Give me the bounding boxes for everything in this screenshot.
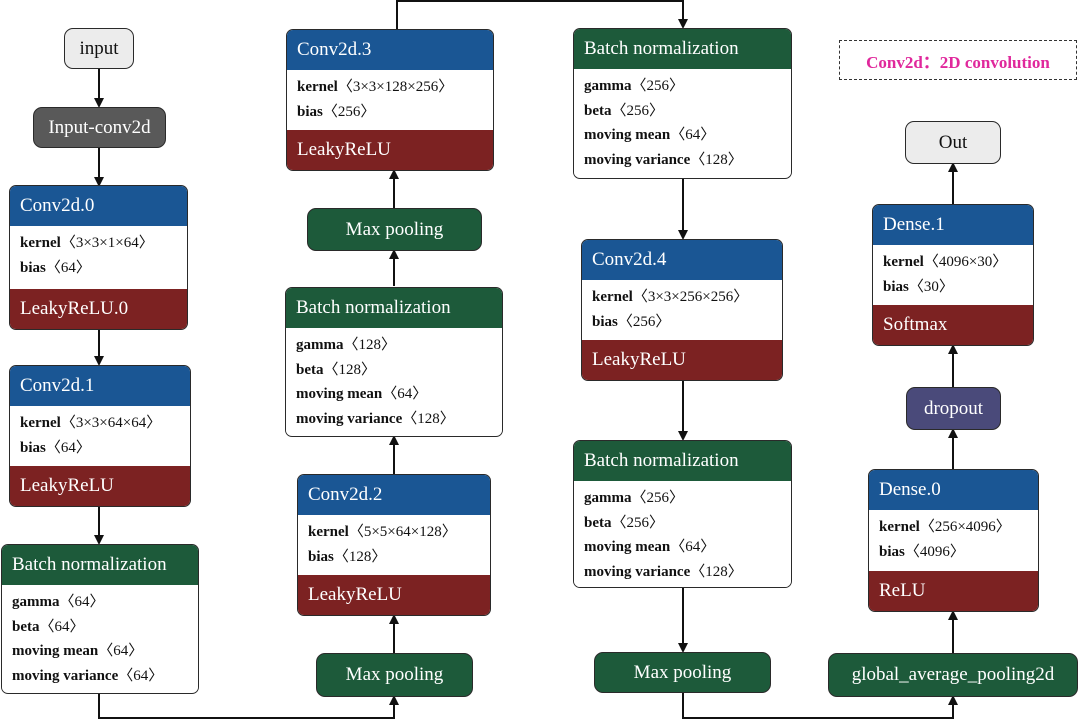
batch-norm-0-params: gamma〈64〉 beta〈64〉 moving mean〈64〉 movin… (2, 585, 198, 692)
arrow-maxpool2-to-gap (682, 693, 958, 719)
dense-1-kernel: kernel〈4096×30〉 (883, 254, 1008, 270)
batch-norm-0-gamma: gamma〈64〉 (12, 594, 105, 610)
batch-norm-3-node: Batch normalization gamma〈256〉 beta〈256〉… (573, 440, 792, 588)
conv2d-4-params: kernel〈3×3×256×256〉 bias〈256〉 (582, 280, 782, 338)
conv2d-1-node: Conv2d.1 kernel〈3×3×64×64〉 bias〈64〉 Leak… (9, 365, 191, 507)
batch-norm-3-title: Batch normalization (574, 441, 791, 481)
dense-0-title: Dense.0 (869, 470, 1038, 510)
batch-norm-1-gamma: gamma〈128〉 (296, 337, 397, 353)
max-pooling-1-node: Max pooling (307, 208, 482, 251)
batch-norm-2-variance: moving variance〈128〉 (584, 151, 743, 168)
legend-text: Conv2d：2D convolution (866, 52, 1050, 72)
conv2d-2-activation: LeakyReLU (298, 575, 490, 615)
dense-0-params: kernel〈256×4096〉 bias〈4096〉 (869, 510, 1038, 568)
batch-norm-1-title: Batch normalization (286, 288, 502, 328)
batch-norm-1-node: Batch normalization gamma〈128〉 beta〈128〉… (285, 287, 503, 437)
global-average-pooling-label: global_average_pooling2d (851, 664, 1055, 685)
batch-norm-3-gamma: gamma〈256〉 (584, 490, 685, 506)
batch-norm-3-beta: beta〈256〉 (584, 514, 665, 531)
conv2d-4-bias: bias〈256〉 (592, 313, 671, 330)
conv2d-0-activation: LeakyReLU.0 (10, 289, 187, 329)
conv2d-1-kernel: kernel〈3×3×64×64〉 (20, 415, 162, 431)
batch-norm-2-beta: beta〈256〉 (584, 102, 665, 119)
conv2d-4-node: Conv2d.4 kernel〈3×3×256×256〉 bias〈256〉 L… (581, 239, 783, 381)
out-node-label: Out (938, 131, 968, 153)
batch-norm-2-gamma: gamma〈256〉 (584, 78, 685, 94)
batch-norm-1-params: gamma〈128〉 beta〈128〉 moving mean〈64〉 mov… (286, 328, 502, 435)
batch-norm-0-node: Batch normalization gamma〈64〉 beta〈64〉 m… (1, 544, 199, 694)
dropout-label: dropout (923, 397, 984, 419)
max-pooling-0-label: Max pooling (345, 664, 444, 685)
dense-1-node: Dense.1 kernel〈4096×30〉 bias〈30〉 Softmax (872, 204, 1034, 346)
input-conv2d-label: Input-conv2d (48, 116, 151, 138)
conv2d-2-bias: bias〈128〉 (308, 548, 387, 565)
out-node: Out (905, 121, 1001, 164)
batch-norm-2-mean: moving mean〈64〉 (584, 127, 716, 143)
input-node-label: input (79, 37, 119, 59)
max-pooling-0-node: Max pooling (316, 653, 473, 697)
input-conv2d-node: Input-conv2d (33, 107, 166, 148)
conv2d-4-title: Conv2d.4 (582, 240, 782, 280)
batch-norm-2-node: Batch normalization gamma〈256〉 beta〈256〉… (573, 28, 792, 179)
conv2d-3-title: Conv2d.3 (287, 30, 493, 70)
dense-1-title: Dense.1 (873, 205, 1033, 245)
conv2d-1-bias: bias〈64〉 (20, 439, 91, 456)
max-pooling-1-label: Max pooling (345, 218, 444, 240)
batch-norm-1-mean: moving mean〈64〉 (296, 386, 428, 402)
input-node: input (64, 28, 134, 69)
conv2d-4-kernel: kernel〈3×3×256×256〉 (592, 289, 749, 305)
conv2d-0-bias: bias〈64〉 (20, 259, 91, 276)
global-average-pooling-node: global_average_pooling2d (828, 653, 1078, 697)
max-pooling-2-label: Max pooling (633, 661, 732, 683)
batch-norm-3-mean: moving mean〈64〉 (584, 539, 716, 555)
conv2d-0-title: Conv2d.0 (10, 186, 187, 226)
batch-norm-0-title: Batch normalization (2, 545, 198, 585)
batch-norm-3-params: gamma〈256〉 beta〈256〉 moving mean〈64〉 mov… (574, 481, 791, 587)
dense-0-activation: ReLU (869, 571, 1038, 611)
conv2d-1-activation: LeakyReLU (10, 466, 190, 506)
dense-0-bias: bias〈4096〉 (879, 543, 965, 560)
batch-norm-1-beta: beta〈128〉 (296, 361, 377, 378)
conv2d-0-kernel: kernel〈3×3×1×64〉 (20, 235, 154, 251)
conv2d-2-params: kernel〈5×5×64×128〉 bias〈128〉 (298, 515, 490, 573)
batch-norm-1-variance: moving variance〈128〉 (296, 410, 455, 427)
max-pooling-2-node: Max pooling (594, 652, 771, 693)
conv2d-3-bias: bias〈256〉 (297, 103, 376, 120)
conv2d-3-node: Conv2d.3 kernel〈3×3×128×256〉 bias〈256〉 L… (286, 29, 494, 171)
batch-norm-0-mean: moving mean〈64〉 (12, 643, 144, 659)
dense-0-node: Dense.0 kernel〈256×4096〉 bias〈4096〉 ReLU (868, 469, 1039, 612)
conv2d-1-title: Conv2d.1 (10, 366, 190, 406)
conv2d-2-kernel: kernel〈5×5×64×128〉 (308, 524, 457, 540)
dense-1-bias: bias〈30〉 (883, 278, 954, 295)
conv2d-0-params: kernel〈3×3×1×64〉 bias〈64〉 (10, 226, 187, 284)
arrow-bn0-to-maxpool0 (98, 694, 399, 719)
conv2d-1-params: kernel〈3×3×64×64〉 bias〈64〉 (10, 406, 190, 464)
conv2d-3-kernel: kernel〈3×3×128×256〉 (297, 79, 454, 95)
batch-norm-2-title: Batch normalization (574, 29, 791, 69)
conv2d-2-title: Conv2d.2 (298, 475, 490, 515)
dense-1-activation: Softmax (873, 305, 1033, 345)
conv2d-2-node: Conv2d.2 kernel〈5×5×64×128〉 bias〈128〉 Le… (297, 474, 491, 616)
conv2d-3-activation: LeakyReLU (287, 130, 493, 170)
legend-box: Conv2d：2D convolution (839, 40, 1077, 80)
arrow-conv3-to-bn2 (396, 0, 688, 29)
conv2d-4-activation: LeakyReLU (582, 340, 782, 380)
conv2d-0-node: Conv2d.0 kernel〈3×3×1×64〉 bias〈64〉 Leaky… (9, 185, 188, 330)
dense-0-kernel: kernel〈256×4096〉 (879, 519, 1011, 535)
batch-norm-0-beta: beta〈64〉 (12, 618, 85, 635)
conv2d-3-params: kernel〈3×3×128×256〉 bias〈256〉 (287, 70, 493, 128)
batch-norm-3-variance: moving variance〈128〉 (584, 563, 743, 580)
dense-1-params: kernel〈4096×30〉 bias〈30〉 (873, 245, 1033, 303)
batch-norm-2-params: gamma〈256〉 beta〈256〉 moving mean〈64〉 mov… (574, 69, 791, 176)
batch-norm-0-variance: moving variance〈64〉 (12, 667, 164, 684)
dropout-node: dropout (906, 387, 1001, 430)
